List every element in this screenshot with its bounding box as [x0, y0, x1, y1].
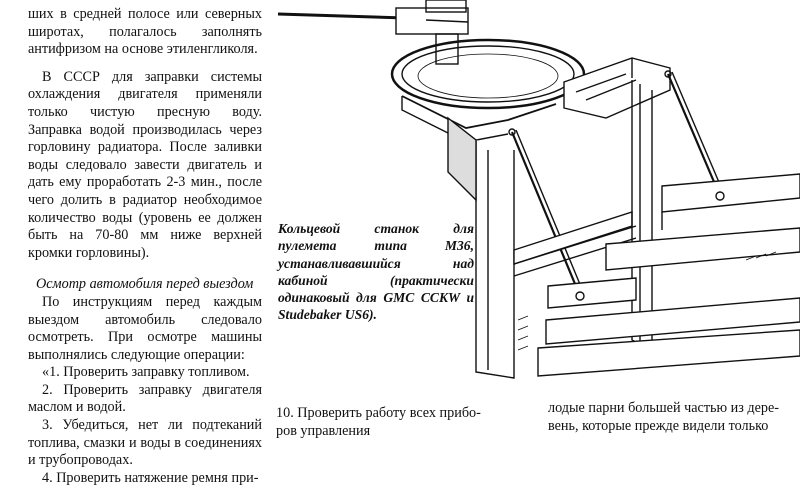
bottom-middle-text: 10. Проверить работу всех прибо- ров упр…	[276, 404, 538, 440]
bottom-right-line-2: вень, которые прежде видели только	[548, 418, 769, 434]
bottom-middle-line-2: ров управления	[276, 423, 371, 439]
section-subheading: Осмотр автомобиля перед выездом	[36, 276, 254, 293]
paragraph-antifreeze: ших в средней полосе или северных широта…	[28, 6, 262, 58]
bottom-right-line-1: лодые парни большей частью из дере-	[548, 400, 780, 416]
paragraph-inspection-intro: По инструкциям перед каждым выездом авто…	[28, 293, 262, 363]
paragraph-cooling-water: В СССР для заправки системы охлаждения д…	[28, 68, 262, 261]
machine-gun-ring-mount-illustration	[276, 0, 800, 395]
bottom-right-text: лодые парни большей частью из дере- вень…	[548, 399, 794, 435]
list-item-4: 4. Проверить натяжение ремня при-	[42, 469, 259, 486]
list-item-1: «1. Проверить заправку топливом.	[42, 364, 250, 381]
left-text-column: ших в средней полосе или северных широта…	[28, 6, 262, 487]
list-item-3: 3. Убедиться, нет ли подтеканий топлива,…	[28, 417, 262, 469]
figure-caption: Кольцевой станок для пулемета типа М36, …	[278, 220, 474, 324]
bottom-middle-line-1: 10. Проверить работу всех прибо-	[276, 405, 481, 421]
list-item-2: 2. Проверить заправку двигателя маслом и…	[28, 381, 262, 416]
